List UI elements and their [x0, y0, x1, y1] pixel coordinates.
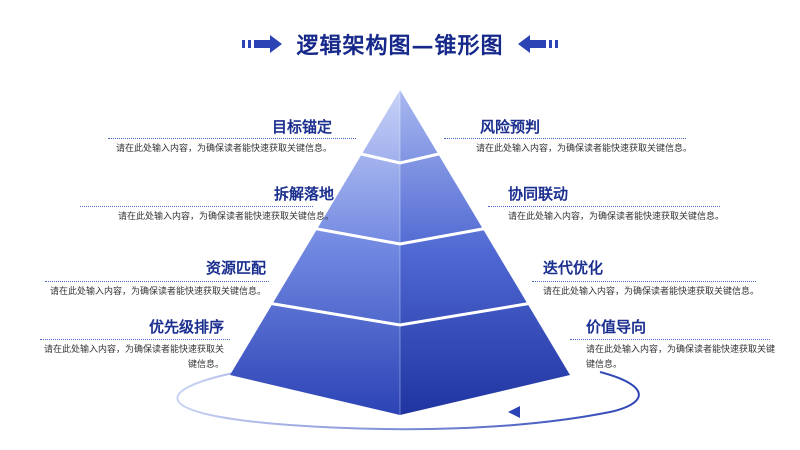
right-rule-2 — [488, 206, 720, 207]
pyramid-left-face — [230, 90, 400, 415]
right-desc-3: 请在此处输入内容，为确保读者能快速获取关键信息。 — [543, 287, 760, 297]
pyramid-right-face — [400, 90, 570, 415]
left-desc-3: 请在此处输入内容，为确保读者能快速获取关键信息。 — [49, 287, 266, 297]
orbit-arrowhead — [508, 406, 520, 418]
left-desc-1: 请在此处输入内容，为确保读者能快速获取关键信息。 — [115, 144, 332, 154]
left-rule-1 — [108, 138, 356, 139]
left-desc-4-line1: 请在此处输入内容，为确保读者能快速获取关 — [43, 345, 224, 355]
right-rule-3 — [532, 281, 756, 282]
arrow-right-icon — [242, 35, 283, 53]
right-desc-4-line1: 请在此处输入内容，为确保读者能快速获取关键 — [586, 345, 776, 355]
orbit-ring — [176, 371, 640, 431]
left-label-1: 目标锚定 — [271, 118, 332, 136]
right-desc-2: 请在此处输入内容，为确保读者能快速获取关键信息。 — [508, 212, 725, 222]
right-desc-4-line2: 键信息。 — [586, 360, 623, 370]
right-rule-4 — [570, 339, 770, 340]
left-desc-4-line2: 键信息。 — [187, 360, 224, 370]
page-title: 逻辑架构图—锥形图 — [296, 33, 504, 59]
right-desc-1: 请在此处输入内容，为确保读者能快速获取关键信息。 — [476, 144, 693, 154]
right-label-2: 协同联动 — [508, 185, 569, 203]
title-bar: 逻辑架构图—锥形图 — [0, 24, 800, 64]
layer-divider-1 — [356, 151, 444, 165]
arrow-left-icon — [517, 35, 558, 53]
layer-divider-3 — [267, 301, 533, 327]
left-rule-3 — [45, 281, 269, 282]
left-label-2: 拆解落地 — [273, 185, 334, 203]
left-rule-4 — [40, 339, 230, 340]
layer-divider-2 — [311, 226, 489, 246]
left-label-3: 资源匹配 — [205, 259, 266, 277]
left-rule-2 — [80, 206, 313, 207]
left-desc-2: 请在此处输入内容，为确保读者能快速获取关键信息。 — [117, 212, 334, 222]
left-label-4: 优先级排序 — [148, 318, 224, 336]
right-label-3: 迭代优化 — [543, 259, 604, 277]
right-label-4: 价值导向 — [586, 318, 647, 336]
right-label-1: 风险预判 — [480, 118, 541, 136]
right-rule-1 — [444, 138, 686, 139]
